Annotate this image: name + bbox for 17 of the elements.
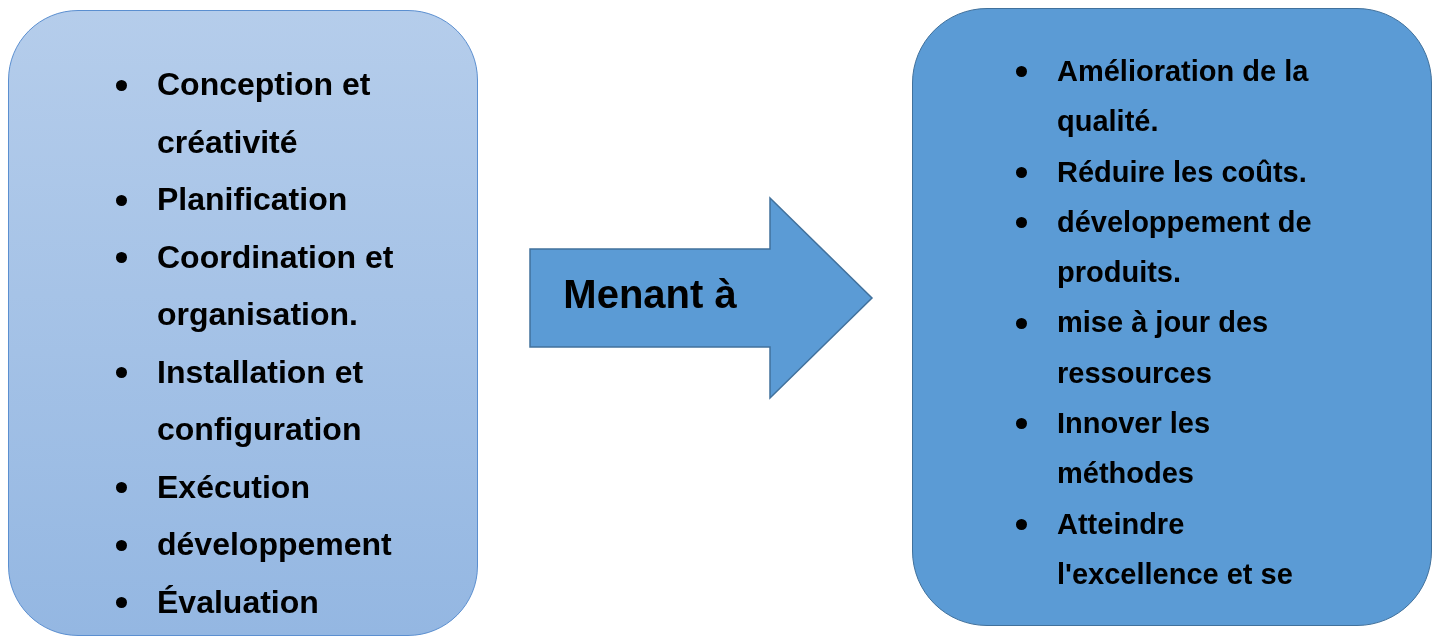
list-item: Innover les méthodes [1057, 406, 1212, 492]
list-item: mise à jour des ressources [1057, 305, 1270, 391]
list-item: Conception et créativité [157, 65, 372, 162]
edge-label: Menant à [563, 271, 737, 317]
rounded-box [912, 8, 1432, 626]
list-item: Installation et configuration [157, 352, 365, 449]
block-arrow [529, 196, 874, 400]
list-item: Coordination et organisation. [157, 237, 395, 334]
list-item: développement de produits. [1057, 204, 1313, 291]
rounded-box [8, 10, 478, 636]
list-item: Amélioration de la qualité. [1057, 54, 1310, 140]
list-item: Exécution [157, 467, 311, 507]
list-item: Planification [157, 180, 349, 219]
list-item: Réduire les coûts. [1057, 154, 1308, 190]
list-item: Évaluation [157, 582, 320, 622]
list-item: développement [157, 525, 393, 564]
list-item: Atteindre l'excellence et se [1057, 506, 1294, 592]
